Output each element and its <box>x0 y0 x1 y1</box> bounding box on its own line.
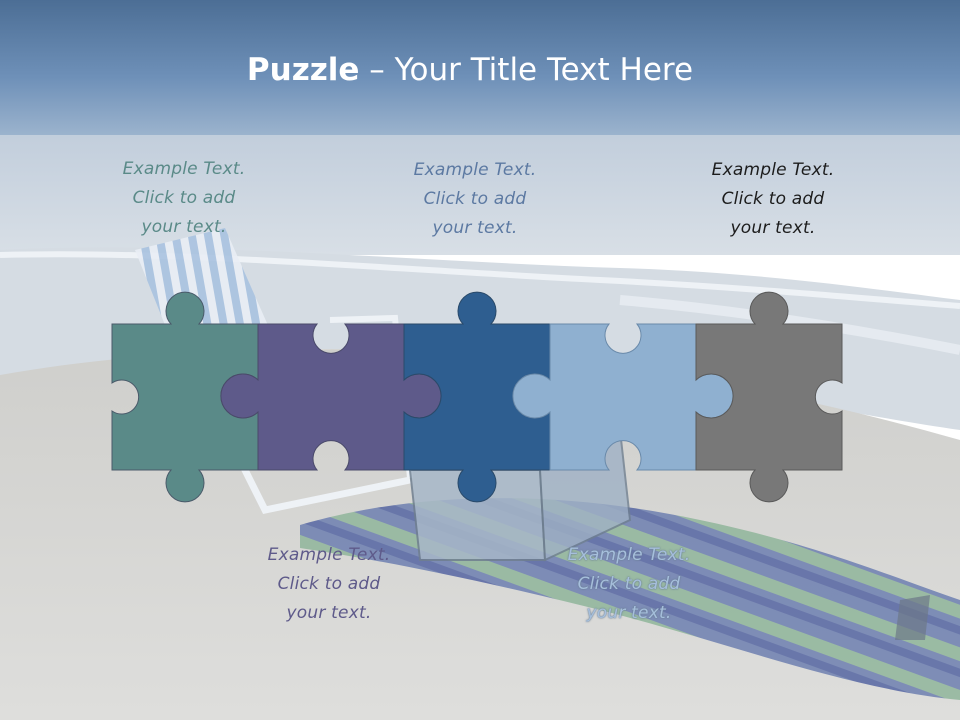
caption-3-line-1: Example Text. <box>711 160 835 180</box>
caption-5-line-3: your text. <box>586 603 672 623</box>
title-rest: – Your Title Text Here <box>359 52 694 88</box>
slide-title[interactable]: Puzzle – Your Title Text Here <box>0 50 940 90</box>
caption-4-line-3: your text. <box>286 603 372 623</box>
caption-2-line-2: Click to add <box>423 189 527 209</box>
caption-4-line-1: Example Text. <box>267 545 391 565</box>
caption-1[interactable]: Example Text. Click to add your text. <box>84 155 284 242</box>
caption-2-line-3: your text. <box>432 218 518 238</box>
puzzle-piece-5[interactable] <box>695 291 843 503</box>
caption-4[interactable]: Example Text. Click to add your text. <box>229 541 429 628</box>
caption-1-line-2: Click to add <box>132 188 236 208</box>
caption-1-line-3: your text. <box>141 217 227 237</box>
caption-2[interactable]: Example Text. Click to add your text. <box>375 156 575 243</box>
caption-3-line-2: Click to add <box>721 189 825 209</box>
title-bold-word: Puzzle <box>246 52 360 88</box>
caption-4-line-2: Click to add <box>277 574 381 594</box>
caption-5-line-2: Click to add <box>577 574 681 594</box>
caption-2-line-1: Example Text. <box>413 160 537 180</box>
caption-3[interactable]: Example Text. Click to add your text. <box>673 156 873 243</box>
caption-3-line-3: your text. <box>730 218 816 238</box>
caption-5[interactable]: Example Text. Click to add your text. <box>529 541 729 628</box>
caption-5-line-1: Example Text. <box>567 545 691 565</box>
caption-1-line-1: Example Text. <box>122 159 246 179</box>
